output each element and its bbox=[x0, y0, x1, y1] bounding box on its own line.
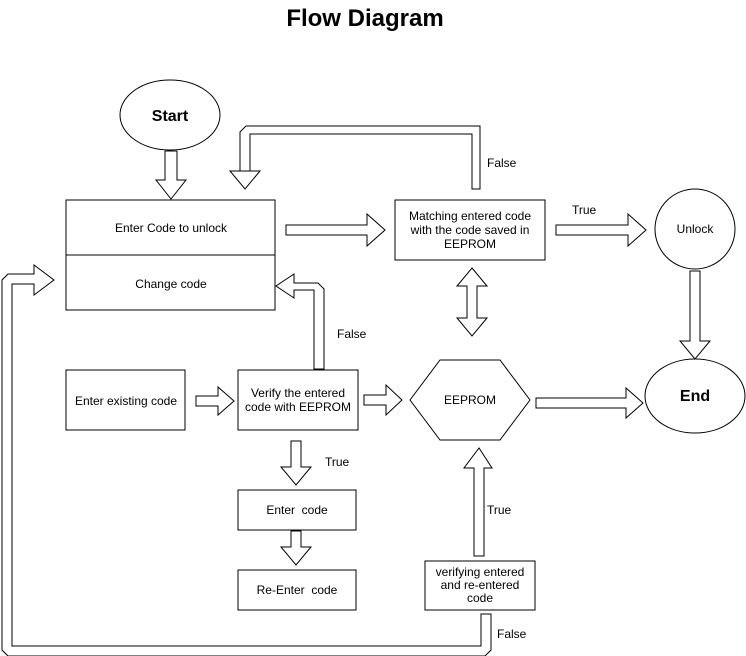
enter-code-label: Enter code bbox=[266, 503, 328, 517]
change-code-box bbox=[65, 254, 276, 311]
arrow-eeprom-to-end bbox=[535, 386, 644, 420]
unlock-label: Unlock bbox=[677, 222, 715, 236]
verify-label-line-2: code with EEPROM bbox=[245, 400, 351, 414]
arrow-verify-true-to-enter-code bbox=[279, 440, 313, 486]
start-node bbox=[119, 79, 221, 151]
arrow-verifying-true-to-eeprom bbox=[463, 447, 493, 557]
matching-label-line-3: EEPROM bbox=[444, 237, 496, 251]
eeprom-node bbox=[409, 359, 531, 441]
diagram-title: Flow Diagram bbox=[286, 5, 443, 32]
arrow-verify-to-eeprom bbox=[363, 383, 403, 417]
edge-label-false-bottom: False bbox=[497, 627, 527, 641]
unlock-node bbox=[654, 188, 736, 270]
arrow-unlock-to-end bbox=[678, 270, 712, 360]
arrow-false-loop-bottom bbox=[1, 264, 492, 656]
edge-label-true-verify: True bbox=[325, 455, 350, 469]
enter-code-unlock-box bbox=[65, 199, 276, 256]
edge-label-false-top: False bbox=[487, 156, 517, 170]
verifying-label-line-3: code bbox=[467, 591, 493, 605]
edge-label-false-verify: False bbox=[337, 327, 367, 341]
reenter-code-box bbox=[237, 569, 357, 611]
arrow-start-to-enter-code bbox=[154, 150, 188, 200]
arrow-verify-false-to-change-code bbox=[275, 273, 325, 370]
enter-existing-label: Enter existing code bbox=[75, 394, 177, 408]
reenter-code-label: Re-Enter code bbox=[257, 583, 338, 597]
change-code-label: Change code bbox=[135, 277, 207, 291]
arrow-false-loop-top bbox=[228, 125, 481, 190]
verify-label-line-1: Verify the entered bbox=[251, 386, 345, 400]
eeprom-label: EEPROM bbox=[444, 393, 496, 407]
enter-code-unlock-label: Enter Code to unlock bbox=[115, 221, 228, 235]
matching-box bbox=[394, 199, 546, 261]
verifying-label-line-1: verifying entered bbox=[436, 565, 525, 579]
start-label: Start bbox=[152, 108, 189, 125]
enter-code-box bbox=[237, 489, 357, 531]
end-label: End bbox=[680, 388, 710, 405]
edge-label-true-unlock: True bbox=[572, 203, 597, 217]
arrow-matching-to-unlock bbox=[555, 212, 647, 248]
verify-box bbox=[237, 369, 359, 431]
matching-label-line-1: Matching entered code bbox=[409, 209, 531, 223]
arrow-existing-to-verify bbox=[195, 385, 235, 417]
verifying-label-line-2: and re-entered bbox=[441, 578, 520, 592]
arrow-matching-eeprom-bidirectional bbox=[455, 267, 489, 337]
edge-label-true-verifying: True bbox=[487, 503, 512, 517]
end-node bbox=[644, 358, 746, 434]
arrow-enter-to-reenter bbox=[279, 530, 313, 566]
arrow-enter-code-to-matching bbox=[285, 212, 386, 248]
verifying-box bbox=[424, 560, 536, 611]
enter-existing-box bbox=[65, 369, 186, 431]
matching-label-line-2: with the code saved in bbox=[410, 223, 530, 237]
